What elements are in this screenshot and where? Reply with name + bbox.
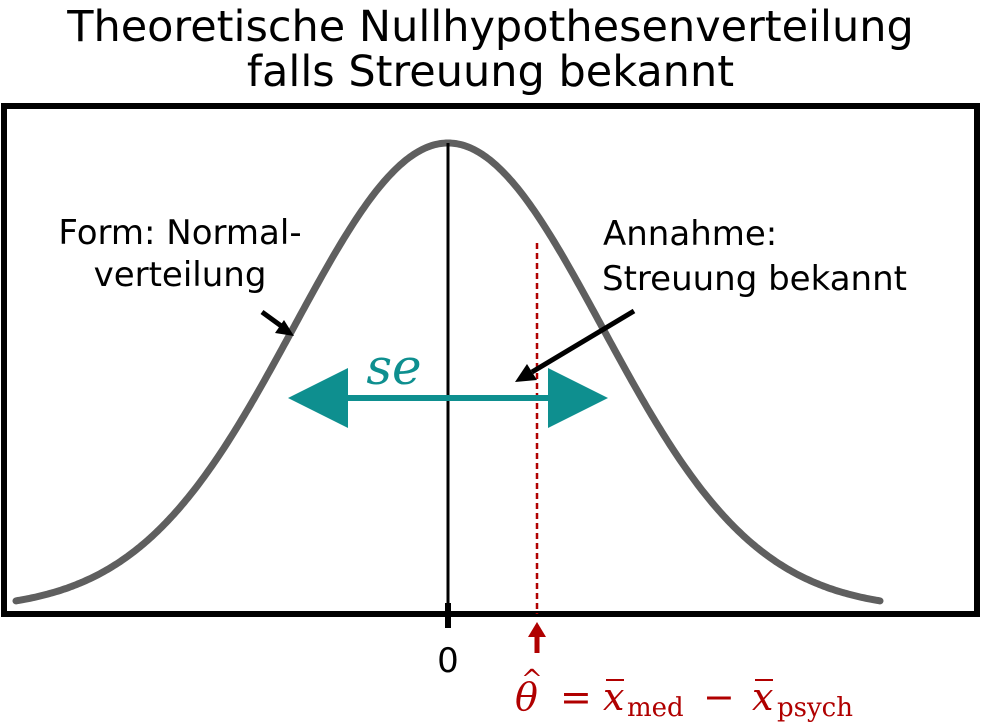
x-psych-symbol: x <box>752 675 773 719</box>
equals-sign: = <box>560 675 592 719</box>
estimate-marker-arrow <box>528 622 546 653</box>
title-line-2: falls Streuung bekannt <box>246 47 735 97</box>
x-med-symbol: x <box>603 675 624 719</box>
theta-hat-accent: ^ <box>521 665 543 695</box>
se-label: se <box>366 338 421 396</box>
form-pointer-arrow <box>260 309 294 336</box>
title-line-1: Theoretische Nullhypothesenverteilung <box>67 2 914 52</box>
assumption-label-line-1: Annahme: <box>603 214 777 254</box>
minus-sign: − <box>703 675 735 719</box>
form-label-line-2: verteilung <box>94 255 267 295</box>
x-psych-subscript: psych <box>777 693 853 723</box>
estimate-formula: θ ^ = x med − x psych <box>515 665 853 723</box>
zero-tick-label: 0 <box>437 641 459 681</box>
assumption-pointer-arrow <box>515 308 636 382</box>
plot-frame <box>1 103 980 617</box>
form-label-line-1: Form: Normal- <box>58 213 301 253</box>
x-med-subscript: med <box>627 693 684 723</box>
assumption-label-line-2: Streuung bekannt <box>602 259 907 299</box>
theta-hat-symbol: θ <box>515 675 538 719</box>
